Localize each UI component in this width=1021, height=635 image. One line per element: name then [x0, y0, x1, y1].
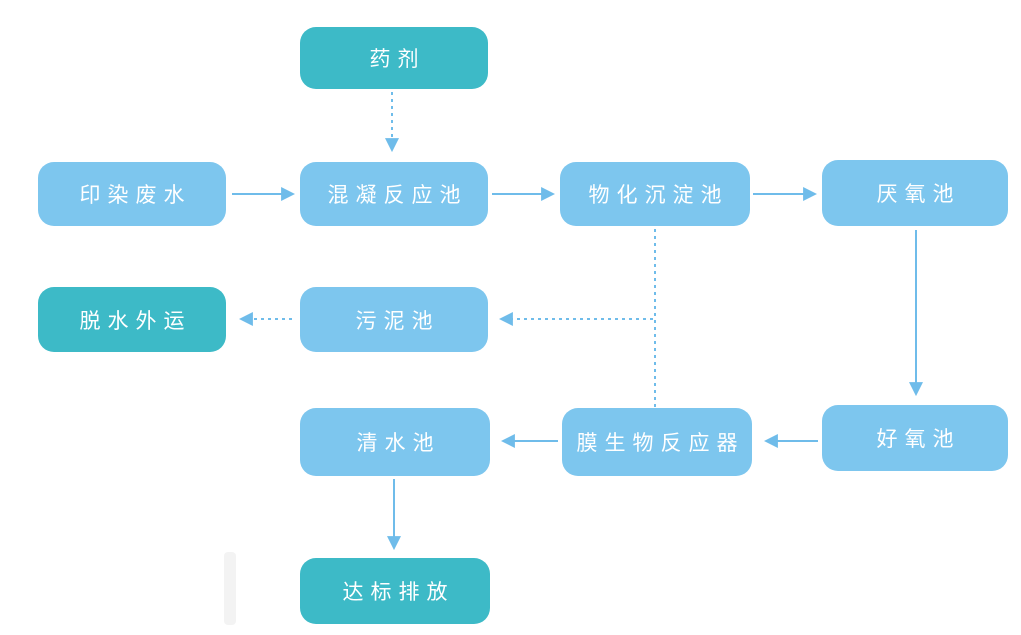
node-aerobic-tank-label: 好氧池: [876, 428, 961, 451]
node-physicochemical-sedimentation-tank[interactable]: 物化沉淀池: [560, 162, 750, 226]
node-sludge-tank[interactable]: 污泥池: [300, 287, 488, 352]
page-edge-artifact: [224, 552, 236, 625]
node-dewatering-transport-label: 脱水外运: [79, 309, 192, 333]
node-dewatering-transport[interactable]: 脱水外运: [38, 287, 226, 352]
node-chemical-agent[interactable]: 药剂: [300, 27, 488, 89]
node-compliant-discharge-label: 达标排放: [342, 581, 455, 604]
node-anaerobic-tank[interactable]: 厌氧池: [822, 160, 1008, 226]
node-dyeing-wastewater[interactable]: 印染废水: [38, 162, 226, 226]
node-sludge-tank-label: 污泥池: [355, 309, 440, 333]
node-aerobic-tank[interactable]: 好氧池: [822, 405, 1008, 471]
node-clean-water-tank[interactable]: 清水池: [300, 408, 490, 476]
node-dyeing-wastewater-label: 印染废水: [79, 184, 192, 207]
node-coagulation-reaction-tank-label: 混凝反应池: [327, 184, 468, 207]
node-membrane-bioreactor-label: 膜生物反应器: [576, 432, 745, 455]
node-compliant-discharge[interactable]: 达标排放: [300, 558, 490, 624]
node-coagulation-reaction-tank[interactable]: 混凝反应池: [300, 162, 488, 226]
node-anaerobic-tank-label: 厌氧池: [876, 183, 961, 206]
node-physicochemical-sedimentation-tank-label: 物化沉淀池: [588, 184, 729, 207]
node-membrane-bioreactor[interactable]: 膜生物反应器: [562, 408, 752, 476]
node-chemical-agent-label: 药剂: [369, 48, 426, 71]
node-clean-water-tank-label: 清水池: [356, 432, 441, 455]
